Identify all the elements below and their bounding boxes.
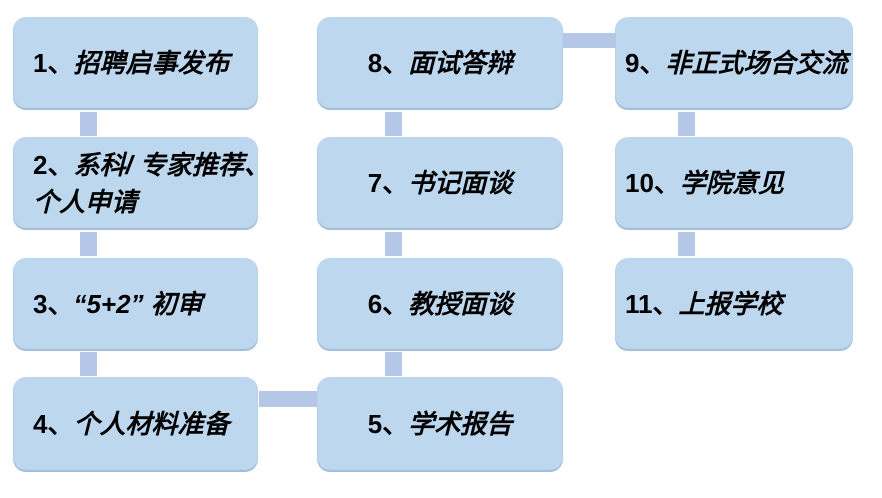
connector-v-1-2 (80, 112, 97, 136)
step-label-4: 4、个人材料准备 (33, 409, 230, 439)
connector-v-10-11 (678, 232, 695, 256)
connector-v-2-3 (80, 232, 97, 256)
connector-v-6-5 (385, 352, 402, 376)
connector-v-9-10 (678, 112, 695, 136)
step-box-9: 9、非正式场合交流 (615, 17, 853, 110)
step-box-8: 8、面试答辩 (317, 17, 563, 110)
step-label-10: 10、学院意见 (625, 168, 784, 198)
connector-h-4-5 (259, 391, 317, 407)
step-label-2: 2、系科/ 专家推荐、个人申请 (33, 149, 270, 217)
connector-v-3-4 (80, 352, 97, 376)
step-box-3: 3、“5+2” 初审 (13, 258, 258, 351)
connector-v-8-7 (385, 112, 402, 136)
step-label-9: 9、非正式场合交流 (625, 48, 848, 78)
connector-h-8-9 (563, 33, 616, 48)
step-label-5: 5、学术报告 (367, 409, 513, 439)
step-box-11: 11、上报学校 (615, 258, 853, 351)
step-box-2: 2、系科/ 专家推荐、个人申请 (13, 137, 270, 230)
connector-v-7-6 (385, 232, 402, 256)
step-label-7: 7、书记面谈 (367, 168, 513, 198)
step-box-10: 10、学院意见 (615, 137, 853, 230)
step-label-8: 8、面试答辩 (367, 48, 513, 78)
step-box-6: 6、教授面谈 (317, 258, 563, 351)
step-box-4: 4、个人材料准备 (13, 377, 258, 472)
step-box-1: 1、招聘启事发布 (13, 17, 258, 110)
step-box-5: 5、学术报告 (317, 377, 563, 472)
step-box-7: 7、书记面谈 (317, 137, 563, 230)
step-label-1: 1、招聘启事发布 (33, 48, 230, 78)
step-label-3: 3、“5+2” 初审 (33, 289, 203, 319)
step-label-6: 6、教授面谈 (367, 289, 513, 319)
step-label-11: 11、上报学校 (625, 289, 783, 319)
